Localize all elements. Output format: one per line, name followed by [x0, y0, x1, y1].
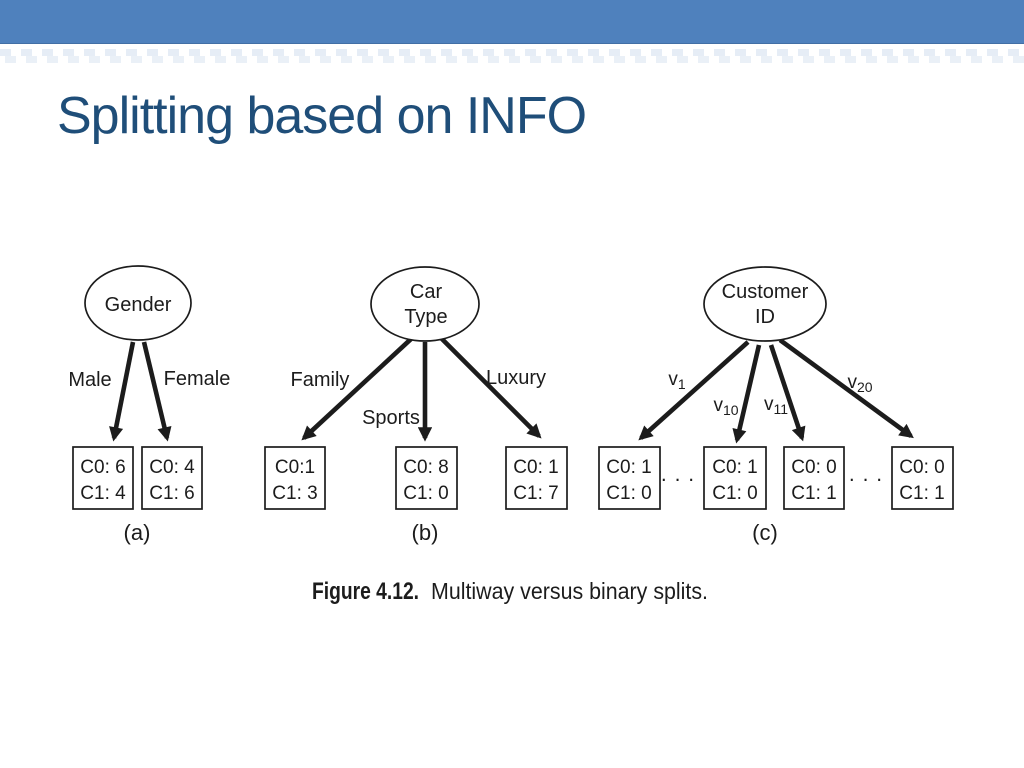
- edge-male: [109, 341, 136, 442]
- tree-a: Gender Male Female C0: 6 C1: 4 C0: 4 C1:…: [68, 265, 231, 545]
- edge-label-v1: v1: [668, 369, 686, 392]
- leaf-box: [891, 446, 954, 510]
- edge-label-family: Family: [291, 369, 350, 391]
- leaf-box: [783, 446, 845, 510]
- edge-v1: [638, 340, 750, 441]
- leaf-box: [395, 446, 458, 510]
- leaf-count: C0: 0: [791, 457, 836, 478]
- leaf-box: [264, 446, 326, 510]
- tree-b: Car Type Family Sports Luxury C0:1 C1: 3…: [264, 266, 568, 545]
- node-customer-id-label-line1: Customer: [722, 281, 809, 303]
- leaf-count: C0: 1: [513, 457, 558, 478]
- header-band: [0, 0, 1024, 44]
- edge-luxury: [438, 335, 542, 439]
- leaf-box: [141, 446, 203, 510]
- node-car-type: [370, 266, 480, 342]
- figure-caption-label: Figure 4.12.: [312, 578, 419, 605]
- subfigure-label-c: (c): [752, 520, 778, 545]
- leaf-count: C0: 1: [606, 457, 651, 478]
- leaf-count: C0: 0: [899, 457, 944, 478]
- leaf-box: [598, 446, 661, 510]
- subfigure-label-b: (b): [412, 520, 439, 545]
- leaf-box: [72, 446, 134, 510]
- leaf-count: C1: 4: [80, 483, 126, 504]
- node-customer-id: [703, 266, 827, 342]
- leaf-count: C1: 0: [606, 483, 651, 504]
- slide-title: Splitting based on INFO: [57, 87, 587, 145]
- ellipsis: . . .: [849, 463, 883, 486]
- node-car-type-label-line2: Type: [404, 306, 447, 328]
- edge-label-v10: v10: [713, 395, 738, 418]
- leaf-count: C1: 0: [403, 483, 448, 504]
- tree-c: Customer ID v1 v10 v11 v20 C0: 1 C1: 0 .…: [598, 266, 954, 545]
- leaf-count: C1: 0: [712, 483, 757, 504]
- decorative-pattern-strip: [0, 49, 1024, 63]
- leaf-box: [505, 446, 568, 510]
- leaf-count: C1: 7: [513, 483, 558, 504]
- leaf-box: [703, 446, 767, 510]
- edge-v11: [768, 344, 806, 442]
- node-customer-id-label-line2: ID: [755, 306, 775, 328]
- ellipsis: . . .: [661, 463, 695, 486]
- edge-label-female: Female: [164, 368, 231, 390]
- node-gender-label: Gender: [105, 294, 172, 316]
- leaf-count: C0: 1: [712, 457, 757, 478]
- edge-v20: [778, 338, 914, 439]
- leaf-count: C0: 6: [80, 457, 125, 478]
- leaf-count: C0: 8: [403, 457, 448, 478]
- node-car-type-label-line1: Car: [410, 281, 443, 303]
- leaf-count: C1: 3: [272, 483, 317, 504]
- edge-label-v20: v20: [847, 372, 872, 395]
- edge-v10: [732, 344, 762, 444]
- leaf-count: C1: 1: [899, 483, 944, 504]
- edge-female: [141, 341, 172, 442]
- edge-label-v11: v11: [764, 394, 788, 417]
- leaf-count: C1: 6: [149, 483, 194, 504]
- figure-caption-text: Multiway versus binary splits.: [431, 578, 708, 604]
- edge-label-luxury: Luxury: [486, 367, 546, 389]
- leaf-count: C1: 1: [791, 483, 836, 504]
- subfigure-label-a: (a): [124, 520, 151, 545]
- node-gender: [84, 265, 192, 341]
- leaf-count: C0: 4: [149, 457, 195, 478]
- leaf-count: C0:1: [275, 457, 315, 478]
- edge-label-male: Male: [68, 369, 111, 391]
- edge-family: [301, 337, 413, 441]
- edge-label-sports: Sports: [362, 407, 420, 429]
